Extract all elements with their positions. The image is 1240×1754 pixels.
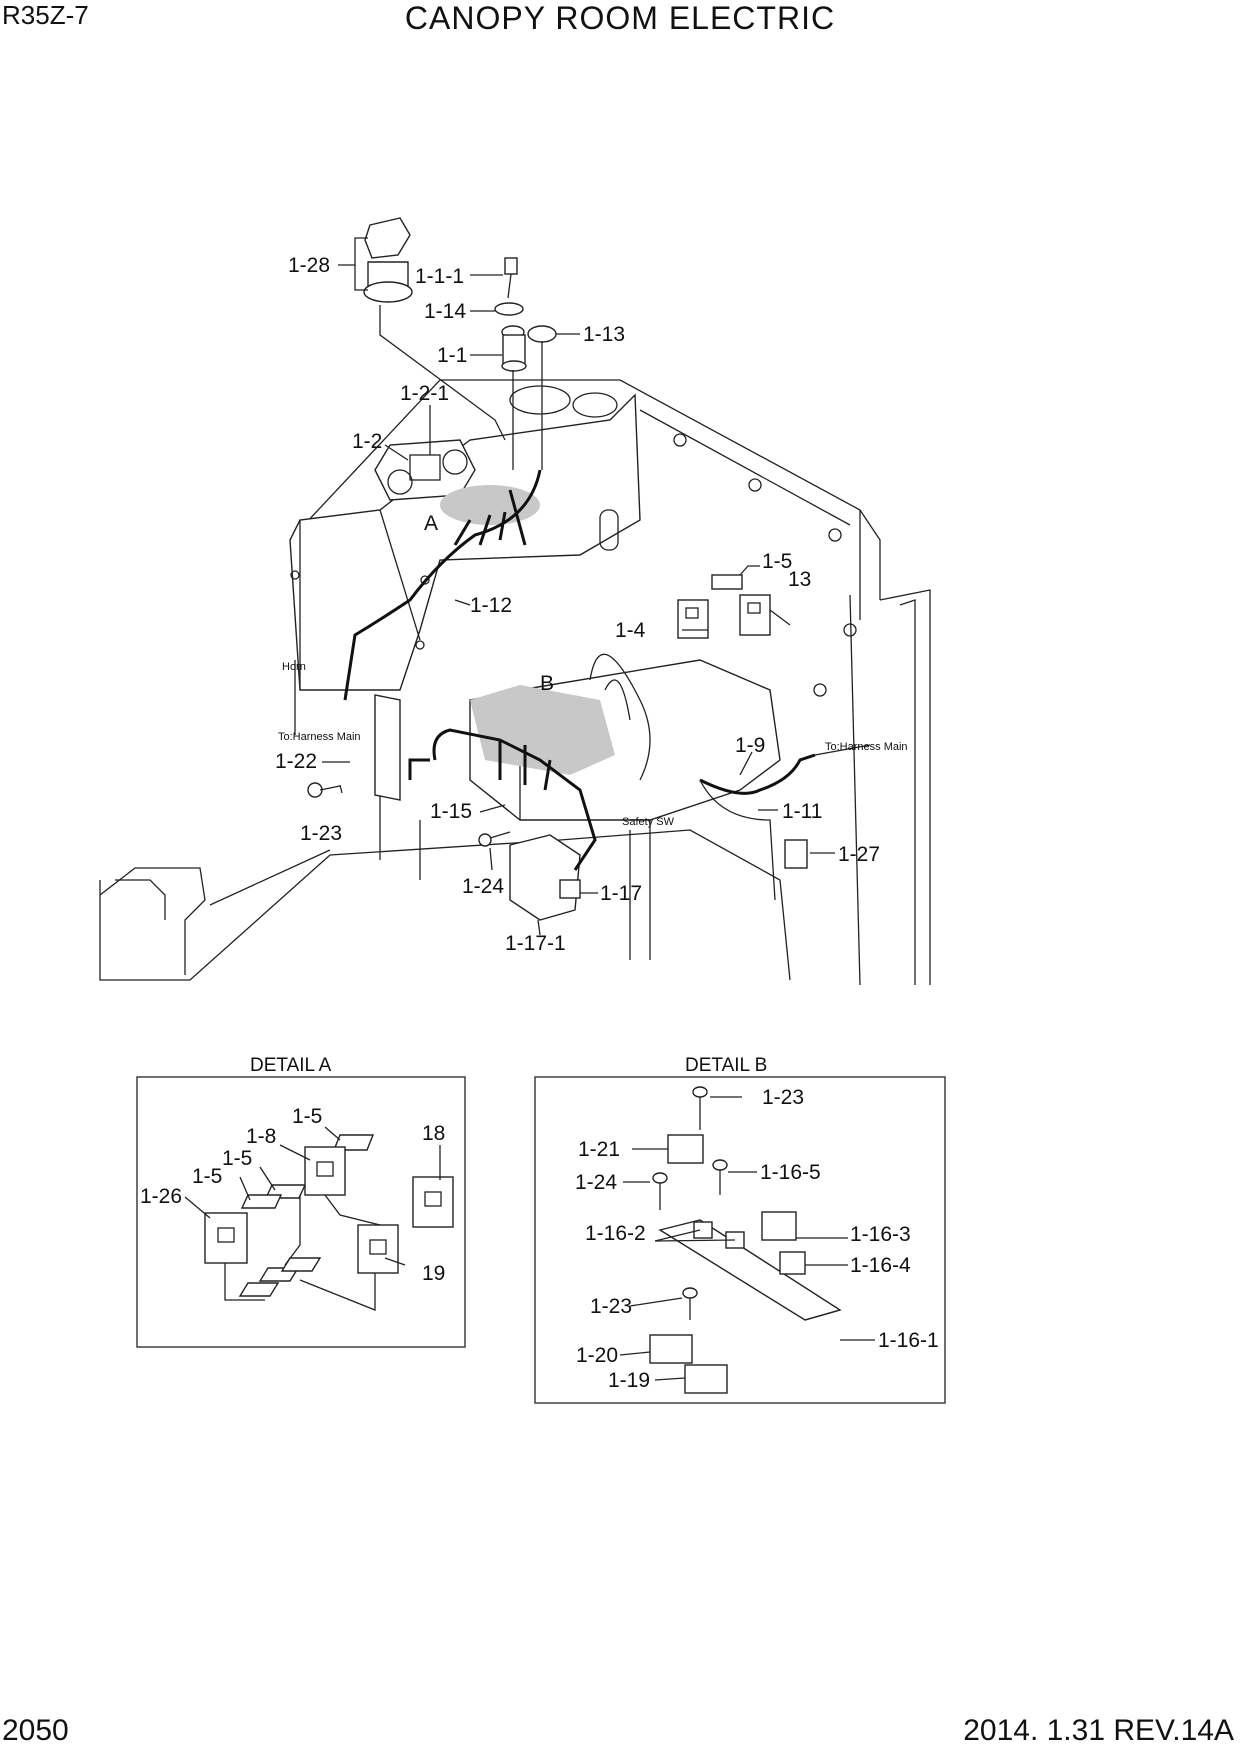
key-switch-body [501, 325, 527, 372]
callout-1-28: 1-28 [288, 254, 330, 277]
detail-b-callout-1-16-1: 1-16-1 [878, 1329, 939, 1352]
wire-harness-1-15 [408, 728, 816, 901]
detail-a-title: DETAIL A [250, 1055, 332, 1076]
detail-b-callout-1-16-3: 1-16-3 [850, 1223, 911, 1246]
detail-b-highlight [470, 685, 615, 775]
callout-1-4: 1-4 [615, 619, 646, 642]
o-ring-1-13 [527, 325, 557, 343]
callout-1-24: 1-24 [462, 875, 504, 898]
callout-1-1: 1-1 [437, 344, 467, 367]
harness-main-label-right: To:Harness Main [825, 741, 908, 753]
detail-b-leaders [619, 1096, 875, 1381]
detail-a-leaders [184, 1126, 441, 1311]
cover-1-5 [711, 574, 743, 590]
ignition-switch-cover [363, 217, 413, 303]
detail-b-callout-1-24: 1-24 [575, 1171, 617, 1194]
detail-b-callout-1-16-5: 1-16-5 [760, 1161, 821, 1184]
detail-b-title: DETAIL B [685, 1055, 767, 1076]
detail-a-callout-1-5-mid: 1-5 [222, 1147, 252, 1170]
callout-1-2: 1-2 [352, 430, 382, 453]
detail-a-callout-1-5-top: 1-5 [292, 1105, 322, 1128]
switch-1-4 [677, 599, 709, 639]
detail-b-callout-1-23-top: 1-23 [762, 1086, 804, 1109]
detail-b-frame [534, 1076, 946, 1404]
detail-a-switches [204, 1134, 454, 1297]
callout-1-11: 1-11 [782, 800, 822, 823]
detail-a-callout-19: 19 [422, 1262, 445, 1285]
detail-b-callout-1-19: 1-19 [608, 1369, 650, 1392]
callout-13: 13 [788, 568, 811, 591]
leader-lines [294, 237, 871, 936]
callout-1-13: 1-13 [583, 323, 625, 346]
revision-date: 2014. 1.31 REV.14A [963, 1714, 1234, 1747]
callout-1-12: 1-12 [470, 594, 512, 617]
callout-1-2-1: 1-2-1 [400, 382, 449, 405]
part-1-27 [784, 839, 808, 869]
detail-b-parts [649, 1086, 842, 1394]
bracket-1-22 [374, 694, 401, 801]
callout-1-17-1: 1-17-1 [505, 932, 566, 955]
callout-a: A [424, 512, 438, 535]
callout-1-5: 1-5 [762, 550, 792, 573]
detail-b-callout-1-16-4: 1-16-4 [850, 1254, 911, 1277]
detail-a-callout-1-26: 1-26 [140, 1185, 182, 1208]
washer-1-14 [494, 302, 524, 316]
callout-1-1-1: 1-1-1 [415, 265, 464, 288]
detail-a-callout-1-8: 1-8 [246, 1125, 276, 1148]
horn-label: Horn [282, 661, 306, 673]
screw-1-24 [478, 831, 511, 847]
callout-1-15: 1-15 [430, 800, 472, 823]
detail-a-callout-18: 18 [422, 1122, 445, 1145]
callout-b: B [540, 672, 554, 695]
callout-1-9: 1-9 [735, 734, 765, 757]
safety-switch-label: Safety SW [622, 816, 675, 828]
model-code: R35Z-7 [2, 0, 89, 30]
detail-b-callout-1-23-low: 1-23 [590, 1295, 632, 1318]
page-title: CANOPY ROOM ELECTRIC [404, 0, 836, 36]
callout-1-17: 1-17 [600, 882, 642, 905]
wire-harness-1-12 [343, 469, 542, 701]
screw-1-23 [307, 782, 341, 798]
switch-13 [739, 594, 771, 636]
detail-a-callout-1-5-low: 1-5 [192, 1165, 222, 1188]
page-number: 2050 [2, 1714, 69, 1747]
harness-main-label-left: To:Harness Main [278, 731, 361, 743]
detail-b-callout-1-21: 1-21 [578, 1138, 620, 1161]
detail-a-frame [136, 1076, 466, 1348]
ignition-key-icon [504, 257, 518, 299]
callout-1-23: 1-23 [300, 822, 342, 845]
callout-1-14: 1-14 [424, 300, 466, 323]
detail-b-callout-1-16-2: 1-16-2 [585, 1222, 646, 1245]
callout-1-27: 1-27 [838, 843, 880, 866]
callout-1-22: 1-22 [275, 750, 317, 773]
relay-box-1-17 [509, 834, 581, 921]
detail-b-callout-1-20: 1-20 [576, 1344, 618, 1367]
